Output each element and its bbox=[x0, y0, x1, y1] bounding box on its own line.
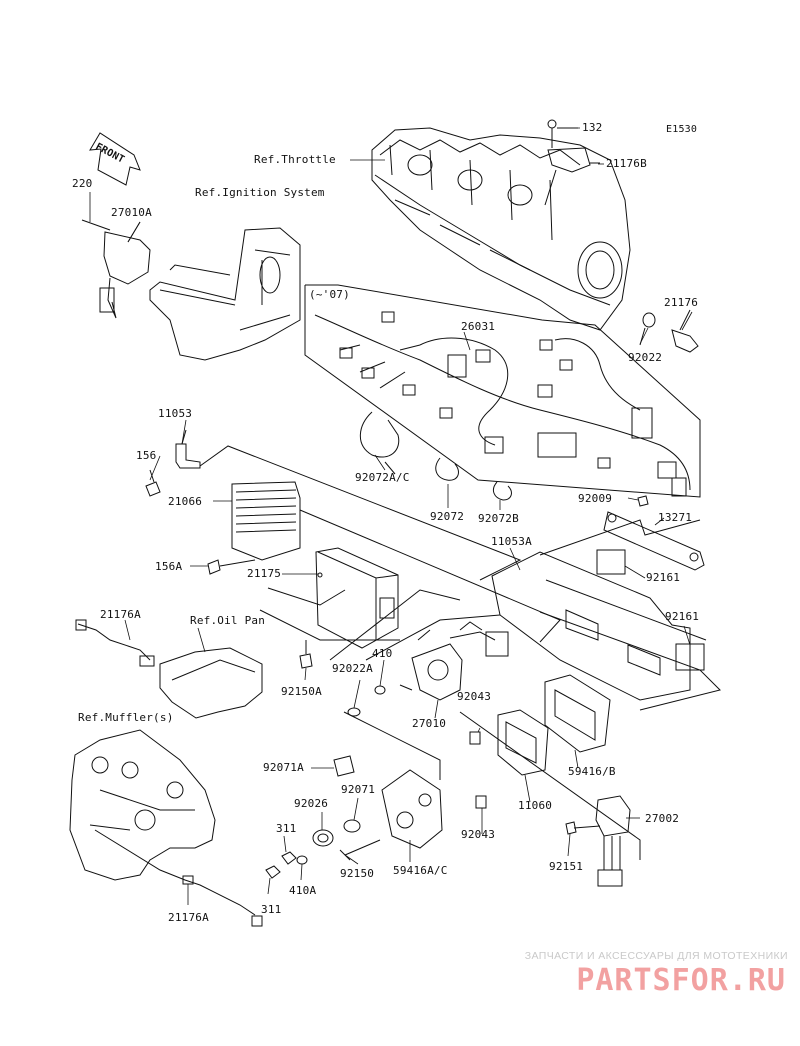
clamp-92072b-drawing bbox=[492, 481, 512, 501]
part-92072ac-label: 92072A/C bbox=[355, 471, 410, 484]
part-13271-label: 13271 bbox=[658, 511, 693, 524]
part-92022a-label: 92022A bbox=[332, 662, 373, 675]
front-arrow-icon bbox=[89, 132, 141, 186]
part-410a-label: 410A bbox=[289, 884, 317, 897]
relay-27010a-drawing bbox=[81, 219, 151, 319]
part-92072b-label: 92072B bbox=[478, 512, 519, 525]
nut-311a-drawing bbox=[281, 851, 297, 865]
cap-92071a-drawing bbox=[333, 755, 355, 777]
bracket-11053-drawing bbox=[145, 429, 201, 497]
ref-ignition-label: Ref.Ignition System bbox=[195, 186, 325, 199]
gasket-11060-drawing bbox=[497, 709, 549, 776]
part-92161a-label: 92161 bbox=[646, 571, 681, 584]
regulator-21066-drawing bbox=[207, 481, 301, 575]
bolt-92150a-drawing bbox=[299, 640, 386, 717]
part-410-label: 410 bbox=[372, 647, 393, 660]
part-92150a-label: 92150A bbox=[281, 685, 322, 698]
ecu-21175-drawing bbox=[315, 547, 399, 649]
part-311a-label: 311 bbox=[276, 822, 297, 835]
part-21176a-top-label: 21176A bbox=[100, 608, 141, 621]
part-21176b-label: 21176B bbox=[606, 157, 647, 170]
part-59416ac-label: 59416A/C bbox=[393, 864, 448, 877]
part-92009-label: 92009 bbox=[578, 492, 613, 505]
part-92022-label: 92022 bbox=[628, 351, 663, 364]
ref-muffler-label: Ref.Muffler(s) bbox=[78, 711, 174, 724]
part-92071a-label: 92071A bbox=[263, 761, 304, 774]
part-26031-label: 26031 bbox=[461, 320, 496, 333]
ref-throttle-label: Ref.Throttle bbox=[254, 153, 336, 166]
part-92150-label: 92150 bbox=[340, 867, 375, 880]
part-92161b-label: 92161 bbox=[665, 610, 700, 623]
part-21176a-bottom-label: 21176A bbox=[168, 911, 209, 924]
bracket-59416b-drawing bbox=[544, 674, 611, 753]
rubber-92161a-drawing bbox=[596, 549, 626, 575]
part-220-label: 220 bbox=[72, 177, 93, 190]
part-92071-label: 92071 bbox=[341, 783, 376, 796]
part-11053-label: 11053 bbox=[158, 407, 193, 420]
part-11060-label: 11060 bbox=[518, 799, 553, 812]
spacer-92043a-drawing bbox=[469, 731, 481, 745]
muffler-drawing bbox=[69, 729, 263, 927]
washer-410a-drawing bbox=[296, 855, 308, 865]
part-11053a-label: 11053A bbox=[491, 535, 532, 548]
part-311b-label: 311 bbox=[261, 903, 282, 916]
part-27002-label: 27002 bbox=[645, 812, 680, 825]
ignition-bracket-drawing bbox=[149, 227, 301, 361]
sensor-21176-drawing bbox=[639, 309, 699, 353]
ref-oil-pan-label: Ref.Oil Pan bbox=[190, 614, 266, 627]
part-92043a-label: 92043 bbox=[457, 690, 492, 703]
part-21176-label: 21176 bbox=[664, 296, 699, 309]
part-27010-label: 27010 bbox=[412, 717, 447, 730]
part-27010a-label: 27010A bbox=[111, 206, 152, 219]
part-156-label: 156 bbox=[136, 449, 157, 462]
assembly-outline-boxes bbox=[199, 445, 721, 860]
grommet-92071-drawing bbox=[343, 819, 361, 833]
seal-92026-drawing bbox=[312, 829, 334, 847]
part-92043b-label: 92043 bbox=[461, 828, 496, 841]
spacer-92043b-drawing bbox=[475, 795, 487, 809]
bolt-92151-drawing bbox=[565, 821, 601, 835]
part-156a-label: 156A bbox=[155, 560, 183, 573]
watermark-subtitle: ЗАПЧАСТИ И АКСЕССУАРЫ ДЛЯ МОТОТЕХНИКИ bbox=[524, 950, 788, 962]
part-59416b-label: 59416/B bbox=[568, 765, 616, 778]
part-92151-label: 92151 bbox=[549, 860, 584, 873]
watermark-brand: PARTSFOR.RU bbox=[576, 963, 786, 998]
part-21066-label: 21066 bbox=[168, 495, 203, 508]
module-27002-drawing bbox=[595, 795, 631, 887]
year-note: (~'07) bbox=[309, 288, 350, 301]
throttle-body-drawing bbox=[371, 127, 631, 331]
part-92072-label: 92072 bbox=[430, 510, 465, 523]
leader-lines bbox=[89, 127, 693, 905]
part-92026-label: 92026 bbox=[294, 797, 329, 810]
clamp-92072-drawing bbox=[435, 457, 459, 481]
oil-pan-sensor-drawing bbox=[75, 619, 263, 719]
diagram-code: E1530 bbox=[666, 124, 698, 135]
part-21175-label: 21175 bbox=[247, 567, 282, 580]
part-132-label: 132 bbox=[582, 121, 603, 134]
clamp-92072ac-drawing bbox=[359, 411, 400, 475]
servo-27010-drawing bbox=[399, 621, 509, 701]
nut-311b-drawing bbox=[265, 865, 281, 879]
housing-59416ac-drawing bbox=[339, 769, 443, 861]
wiring-harness-frame bbox=[304, 284, 701, 498]
plate-11053a-drawing bbox=[491, 551, 691, 701]
strip-13271-drawing bbox=[603, 495, 705, 571]
